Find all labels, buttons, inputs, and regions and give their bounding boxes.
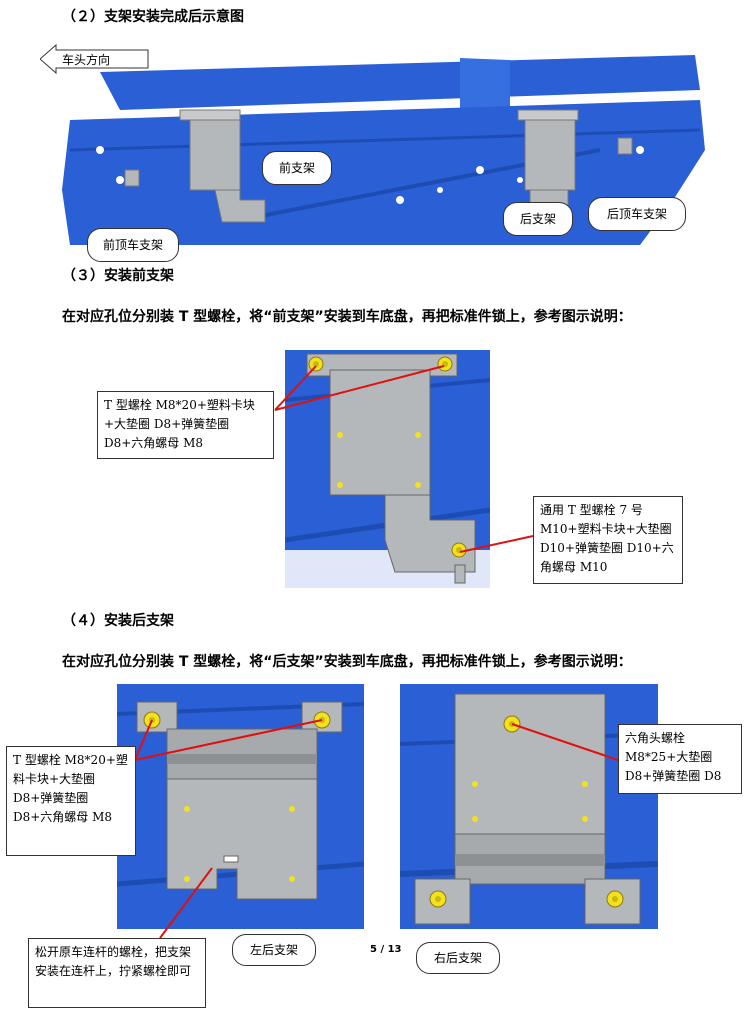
section-4-instruction: 在对应孔位分别装 T 型螺栓，将“后支架”安装到车底盘，再把标准件锁上，参考图示… <box>62 654 632 670</box>
direction-arrow: 车头方向 <box>40 44 150 74</box>
rear-roof-bracket-label: 后顶车支架 <box>588 197 686 231</box>
section-3-instruction: 在对应孔位分别装 T 型螺栓，将“前支架”安装到车底盘，再把标准件锁上，参考图示… <box>62 309 632 325</box>
page-number: 5 / 13 <box>370 944 402 955</box>
left-rear-bracket-illustration <box>117 684 364 929</box>
figure-right-rear-bracket <box>400 684 658 929</box>
section-2-title: （２）支架安装完成后示意图 <box>62 9 244 25</box>
direction-label: 车头方向 <box>62 53 111 67</box>
linkage-callout: 松开原车连杆的螺栓，把支架安装在连杆上，拧紧螺栓即可 <box>28 938 206 1008</box>
left-rear-bracket-label: 左后支架 <box>232 934 316 966</box>
section-3-title: （３）安装前支架 <box>62 268 174 284</box>
rear-bracket-label: 后支架 <box>503 202 573 236</box>
front-bracket-label: 前支架 <box>262 151 332 185</box>
front-bracket-callout-right: 通用 T 型螺栓 7 号 M10+塑料卡块+大垫圈 D10+弹簧垫圈 D10+六… <box>533 496 683 584</box>
right-rear-bracket-label: 右后支架 <box>416 942 500 974</box>
right-rear-bracket-illustration <box>400 684 658 929</box>
section-4-title: （４）安装后支架 <box>62 613 174 629</box>
left-arrow-icon <box>40 44 149 74</box>
front-bracket-callout-left: T 型螺栓 M8*20+塑料卡块+大垫圈 D8+弹簧垫圈 D8+六角螺母 M8 <box>97 391 274 459</box>
right-rear-callout: 六角头螺栓 M8*25+大垫圈 D8+弹簧垫圈 D8 <box>618 724 742 794</box>
left-rear-callout: T 型螺栓 M8*20+塑料卡块+大垫圈 D8+弹簧垫圈 D8+六角螺母 M8 <box>6 746 136 856</box>
figure-left-rear-bracket <box>117 684 364 929</box>
front-roof-bracket-label: 前顶车支架 <box>87 228 179 262</box>
